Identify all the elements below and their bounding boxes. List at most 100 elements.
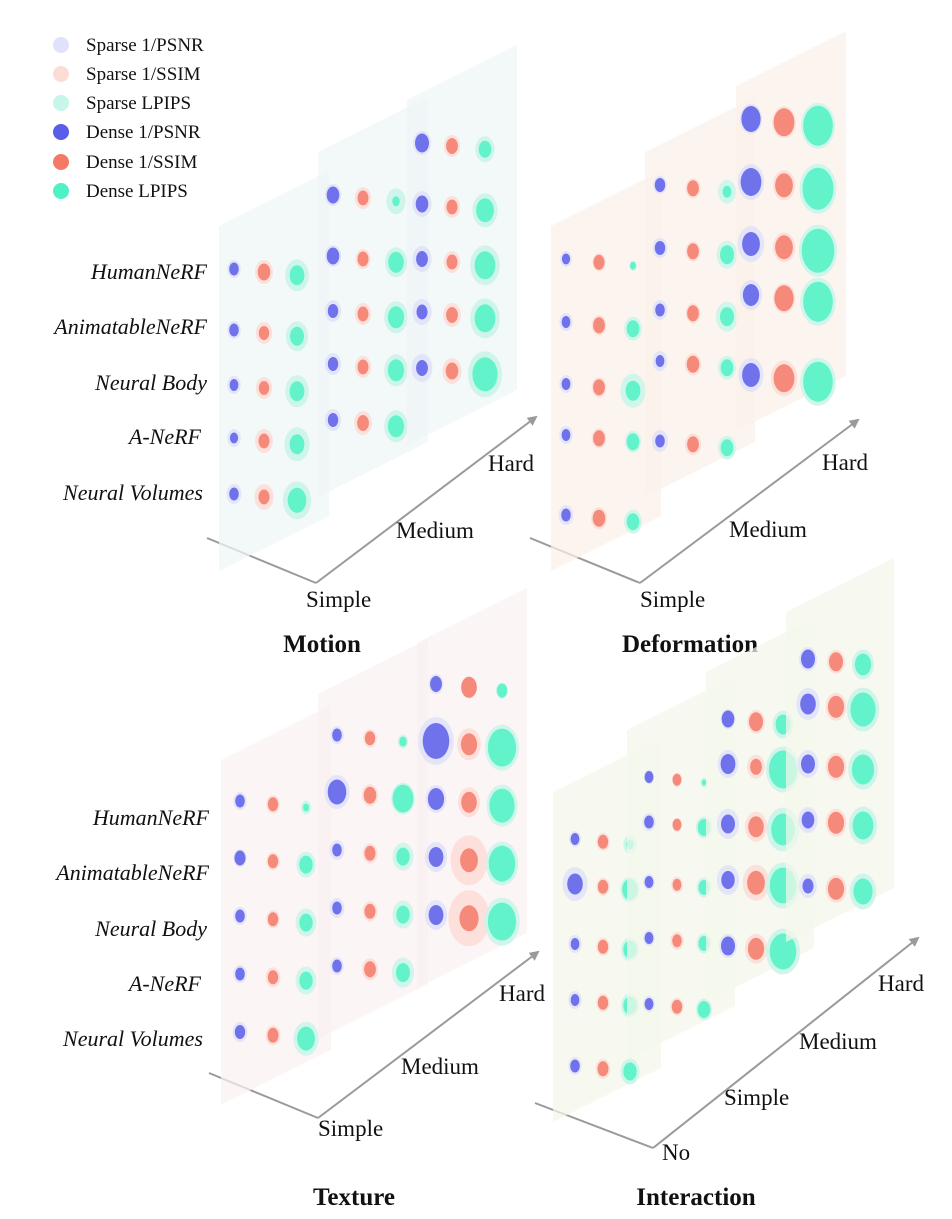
dense-bubble — [672, 934, 682, 948]
dense-bubble — [741, 106, 761, 132]
method-label: Neural Body — [94, 370, 207, 395]
dense-bubble — [720, 754, 736, 774]
dense-bubble — [687, 305, 699, 322]
level-label: Hard — [822, 450, 868, 475]
dense-bubble — [701, 779, 707, 786]
dense-bubble — [488, 845, 516, 882]
panel-texture: Simple Medium Hard Texture — [208, 588, 545, 1211]
method-labels-top: HumanNeRF AnimatableNeRF Neural Body A-N… — [52, 259, 207, 505]
dense-bubble — [672, 878, 682, 891]
dense-bubble — [364, 845, 376, 861]
dense-bubble — [430, 676, 442, 692]
dense-bubble — [742, 232, 760, 256]
dense-bubble — [303, 803, 309, 812]
dense-bubble — [720, 307, 734, 327]
dense-bubble — [747, 937, 765, 960]
dense-bubble — [267, 797, 279, 812]
dense-bubble — [748, 816, 764, 838]
dense-bubble — [235, 909, 245, 923]
dense-bubble — [446, 138, 458, 154]
dense-bubble — [801, 228, 835, 273]
dense-bubble — [775, 235, 793, 260]
method-label: Neural Body — [94, 916, 207, 941]
dense-bubble — [289, 265, 305, 286]
level-label: Medium — [401, 1054, 479, 1079]
dense-bubble — [851, 754, 875, 785]
dense-bubble — [460, 848, 478, 873]
legend-swatch-dense-ssim — [53, 154, 69, 170]
dense-bubble — [644, 876, 654, 888]
level-label: Hard — [878, 971, 924, 996]
dense-bubble — [854, 653, 872, 676]
dense-bubble — [570, 1059, 580, 1073]
panel-title: Motion — [283, 631, 361, 658]
dense-bubble — [654, 178, 666, 192]
dense-bubble — [387, 415, 405, 438]
dense-bubble — [396, 963, 410, 983]
dense-bubble — [422, 723, 450, 759]
dense-bubble — [496, 683, 508, 698]
dense-bubble — [364, 731, 376, 746]
legend-swatch-dense-lpips — [53, 183, 69, 199]
dense-bubble — [229, 262, 239, 276]
dense-bubble — [827, 877, 845, 900]
dense-bubble — [299, 855, 313, 874]
dense-bubble — [570, 833, 580, 845]
dense-bubble — [747, 870, 765, 895]
dense-bubble — [459, 905, 479, 932]
dense-bubble — [327, 304, 339, 318]
dense-bubble — [644, 815, 654, 829]
dense-bubble — [625, 380, 641, 401]
dense-bubble — [570, 938, 580, 950]
dense-bubble — [364, 903, 376, 919]
method-label: A-NeRF — [127, 971, 202, 996]
dense-bubble — [392, 784, 414, 813]
dense-bubble — [593, 379, 605, 396]
dense-bubble — [626, 320, 640, 338]
dense-bubble — [592, 509, 606, 527]
dense-bubble — [392, 196, 400, 207]
dense-bubble — [332, 959, 342, 973]
legend: Sparse 1/PSNR Sparse 1/SSIM Sparse LPIPS… — [53, 35, 204, 202]
method-labels-bottom: HumanNeRF AnimatableNeRF Neural Body A-N… — [54, 805, 209, 1051]
dense-bubble — [387, 359, 405, 382]
dense-bubble — [399, 736, 407, 747]
level-axis-arrow — [315, 415, 538, 584]
dense-bubble — [396, 905, 410, 924]
dense-bubble — [427, 788, 445, 810]
dense-bubble — [474, 251, 496, 280]
level-label: Hard — [488, 451, 534, 476]
dense-bubble — [489, 788, 515, 823]
dense-bubble — [258, 326, 270, 340]
level-label: Simple — [306, 587, 371, 612]
dense-bubble — [487, 902, 517, 941]
dense-bubble — [721, 871, 735, 889]
dense-bubble — [234, 850, 246, 866]
dense-bubble — [267, 1027, 279, 1043]
legend-swatch-dense-psnr — [53, 124, 69, 140]
dense-bubble — [803, 361, 833, 402]
dense-bubble — [773, 364, 795, 393]
level-plane — [551, 171, 661, 571]
dense-bubble — [478, 140, 492, 158]
dense-bubble — [803, 105, 833, 146]
dense-bubble — [258, 381, 270, 395]
dense-bubble — [357, 251, 369, 267]
dense-bubble — [290, 326, 304, 346]
dense-bubble — [357, 359, 369, 375]
method-label: AnimatableNeRF — [54, 860, 209, 885]
legend-label-sparse-lpips: Sparse LPIPS — [86, 93, 191, 114]
dense-bubble — [749, 712, 763, 732]
dense-bubble — [671, 999, 683, 1014]
dense-bubble — [561, 508, 571, 522]
dense-bubble — [593, 430, 605, 447]
dense-bubble — [597, 834, 609, 849]
dense-bubble — [655, 434, 665, 448]
dense-bubble — [721, 710, 735, 728]
dense-bubble — [327, 357, 339, 371]
dense-bubble — [597, 939, 609, 954]
level-plane — [407, 45, 517, 445]
method-label: A-NeRF — [127, 424, 202, 449]
deformation-layers — [551, 31, 846, 571]
